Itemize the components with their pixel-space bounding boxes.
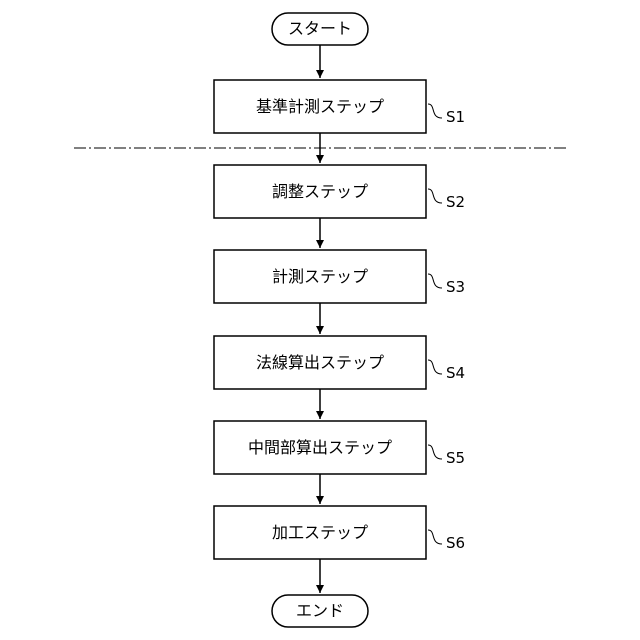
step-s1: 基準計測ステップ S1 — [214, 80, 465, 133]
step-s4-leader — [428, 360, 442, 374]
step-s5-label: 中間部算出ステップ — [248, 438, 392, 457]
step-s4: 法線算出ステップ S4 — [214, 336, 465, 389]
step-s6: 加工ステップ S6 — [214, 506, 465, 559]
step-s2: 調整ステップ S2 — [214, 165, 465, 218]
step-s6-leader — [428, 530, 442, 544]
step-s5-leader — [428, 445, 442, 459]
end-label: エンド — [296, 601, 344, 620]
step-s4-label: 法線算出ステップ — [256, 353, 384, 372]
step-s6-ref: S6 — [446, 534, 465, 552]
step-s1-leader — [428, 104, 442, 118]
step-s3-ref: S3 — [446, 278, 465, 296]
step-s2-leader — [428, 189, 442, 203]
step-s5-ref: S5 — [446, 449, 465, 467]
step-s3-leader — [428, 274, 442, 288]
step-s6-label: 加工ステップ — [272, 523, 368, 542]
step-s3-label: 計測ステップ — [272, 267, 368, 286]
step-s5: 中間部算出ステップ S5 — [214, 421, 465, 474]
end-terminal: エンド — [272, 595, 368, 627]
step-s3: 計測ステップ S3 — [214, 250, 465, 303]
start-label: スタート — [288, 19, 352, 38]
step-s2-label: 調整ステップ — [272, 182, 368, 201]
step-s4-ref: S4 — [446, 364, 465, 382]
start-terminal: スタート — [272, 13, 368, 45]
step-s1-ref: S1 — [446, 108, 465, 126]
step-s1-label: 基準計測ステップ — [256, 97, 384, 116]
step-s2-ref: S2 — [446, 193, 465, 211]
